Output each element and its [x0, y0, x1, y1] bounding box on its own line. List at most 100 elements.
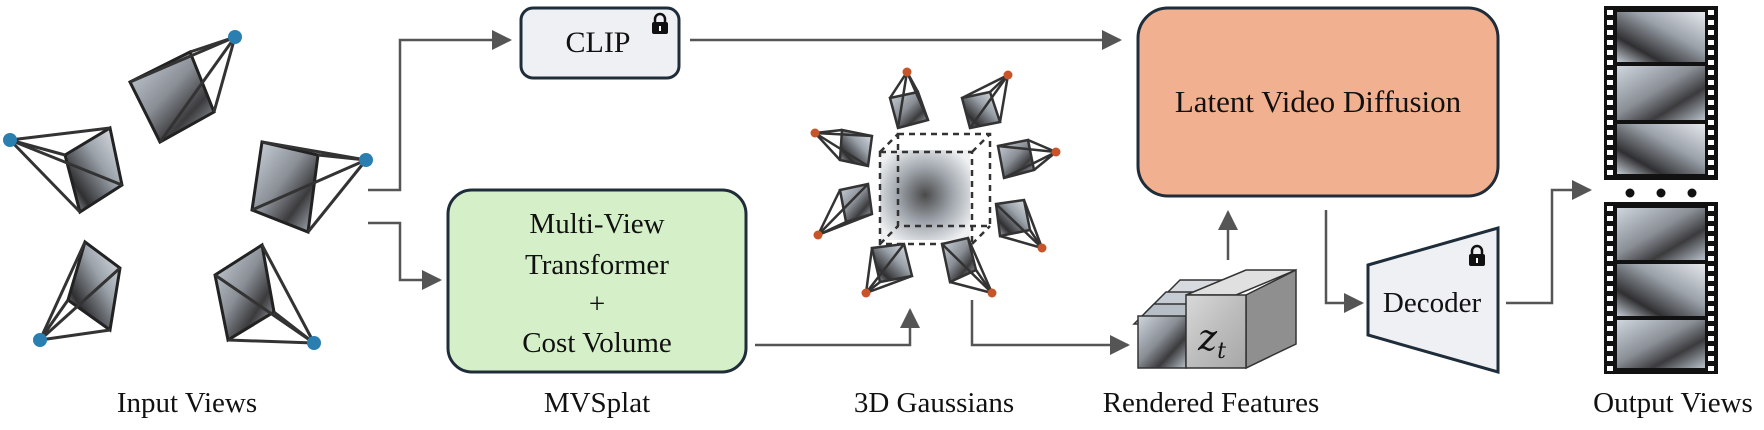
- latent-cube: [1185, 268, 1297, 370]
- film-sprocket-hole: [1607, 296, 1613, 301]
- film-sprocket-hole: [1607, 10, 1613, 15]
- gaussian-camera-4: [996, 138, 1061, 180]
- caption-rendered-features: Rendered Features: [1103, 387, 1320, 419]
- film-sprocket-hole: [1607, 50, 1613, 55]
- film-sprocket-hole: [1708, 266, 1714, 271]
- film-sprocket-hole: [1607, 40, 1613, 45]
- camera-center-dot: [3, 133, 17, 147]
- input-camera-4: [33, 239, 122, 347]
- film-sprocket-hole: [1708, 130, 1714, 135]
- gaussian-splat-cube: [880, 150, 970, 240]
- film-sprocket-hole: [1708, 90, 1714, 95]
- mvt-line-3: +: [589, 288, 605, 320]
- input-camera-3: [250, 140, 373, 235]
- clip-label: CLIP: [565, 26, 630, 59]
- caption-3d-gaussians: 3D Gaussians: [854, 387, 1014, 419]
- film-sprocket-hole: [1607, 256, 1613, 261]
- film-sprocket-hole: [1607, 216, 1613, 221]
- gaussian-camera-2: [960, 70, 1013, 130]
- gaussian-camera-8: [940, 236, 997, 298]
- captions: Input Views MVSplat 3D Gaussians Rendere…: [117, 387, 1753, 419]
- film-sprocket-hole: [1607, 306, 1613, 311]
- latent-symbol: zt: [1197, 318, 1226, 364]
- diffusion-block: Latent Video Diffusion: [1136, 6, 1500, 198]
- film-sprocket-hole: [1607, 90, 1613, 95]
- arrow-gaussians-to-features: [970, 300, 1130, 355]
- film-sprocket-hole: [1708, 246, 1714, 251]
- input-views-group: [3, 30, 373, 350]
- gaussian-bounding-box: [878, 132, 992, 246]
- film-sprocket-hole: [1607, 356, 1613, 361]
- film-sprocket-hole: [1607, 266, 1613, 271]
- film-sprocket-hole: [1607, 60, 1613, 65]
- mvt-line-1: Multi-View: [529, 208, 664, 240]
- film-sprocket-hole: [1708, 296, 1714, 301]
- film-sprocket-hole: [1708, 30, 1714, 35]
- film-sprocket-hole: [1708, 276, 1714, 281]
- film-sprocket-hole: [1708, 326, 1714, 331]
- rendered-features-group: zt: [1132, 268, 1297, 370]
- arrow-decoder-to-output: [1506, 180, 1592, 305]
- film-sprocket-hole: [1607, 100, 1613, 105]
- film-sprocket-hole: [1708, 160, 1714, 165]
- input-camera-2: [3, 125, 124, 215]
- film-sprocket-hole: [1708, 120, 1714, 125]
- decoder-block: Decoder: [1366, 226, 1500, 374]
- film-strip-top: [1604, 6, 1718, 180]
- film-sprocket-hole: [1607, 206, 1613, 211]
- arrow-input-to-clip: [368, 30, 512, 192]
- film-sprocket-hole: [1708, 60, 1714, 65]
- film-sprocket-hole: [1607, 130, 1613, 135]
- film-sprocket-hole: [1607, 366, 1613, 371]
- arrow-mvsplat-to-gaussians: [755, 308, 920, 347]
- film-sprocket-hole: [1708, 216, 1714, 221]
- film-sprocket-hole: [1708, 100, 1714, 105]
- film-sprocket-hole: [1708, 336, 1714, 341]
- film-sprocket-hole: [1607, 120, 1613, 125]
- film-sprocket-hole: [1708, 316, 1714, 321]
- film-sprocket-hole: [1607, 80, 1613, 85]
- film-sprocket-hole: [1708, 356, 1714, 361]
- film-sprocket-hole: [1607, 30, 1613, 35]
- film-sprocket-hole: [1607, 20, 1613, 25]
- film-sprocket-hole: [1607, 246, 1613, 251]
- ellipsis-dots: [1625, 188, 1697, 198]
- camera-center-dot: [228, 30, 242, 44]
- film-sprocket-hole: [1708, 226, 1714, 231]
- lock-icon: [652, 12, 668, 34]
- film-sprocket-hole: [1708, 236, 1714, 241]
- film-sprocket-hole: [1607, 276, 1613, 281]
- film-sprocket-hole: [1607, 326, 1613, 331]
- film-sprocket-hole: [1708, 10, 1714, 15]
- film-sprocket-hole: [1708, 70, 1714, 75]
- film-sprocket-hole: [1607, 336, 1613, 341]
- mvt-line-4: Cost Volume: [522, 327, 672, 359]
- film-sprocket-hole: [1607, 236, 1613, 241]
- diffusion-label: Latent Video Diffusion: [1175, 84, 1462, 119]
- film-sprocket-hole: [1607, 140, 1613, 145]
- camera-center-dot: [359, 153, 373, 167]
- caption-mvsplat: MVSplat: [544, 387, 650, 419]
- input-camera-5: [213, 242, 321, 350]
- film-sprocket-hole: [1708, 150, 1714, 155]
- gaussians-group: [810, 67, 1061, 298]
- film-sprocket-hole: [1708, 110, 1714, 115]
- caption-output-views: Output Views: [1593, 387, 1753, 419]
- clip-block: CLIP: [519, 6, 681, 80]
- film-sprocket-hole: [1708, 20, 1714, 25]
- film-sprocket-hole: [1708, 286, 1714, 291]
- film-sprocket-hole: [1708, 170, 1714, 175]
- film-sprocket-hole: [1708, 306, 1714, 311]
- film-sprocket-hole: [1607, 316, 1613, 321]
- gaussian-camera-3: [810, 128, 874, 168]
- film-sprocket-hole: [1607, 150, 1613, 155]
- input-camera-1: [127, 30, 242, 145]
- film-sprocket-hole: [1607, 110, 1613, 115]
- output-views-group: [1604, 6, 1718, 374]
- camera-center-dot: [307, 336, 321, 350]
- film-sprocket-hole: [1607, 286, 1613, 291]
- film-sprocket-hole: [1708, 40, 1714, 45]
- film-sprocket-hole: [1708, 140, 1714, 145]
- arrow-input-to-mvsplat: [368, 221, 442, 290]
